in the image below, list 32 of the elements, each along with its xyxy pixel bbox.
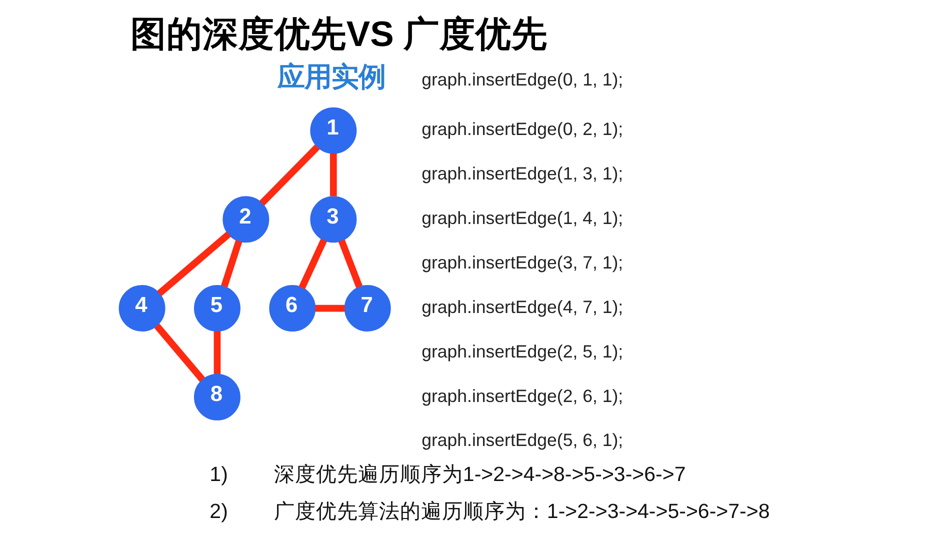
node-circle: 6 [269, 285, 316, 332]
connector [214, 331, 221, 374]
label: 1) [210, 463, 228, 486]
label: 2) [210, 500, 228, 524]
connector [154, 324, 205, 382]
connector [259, 144, 320, 206]
connector [315, 304, 345, 312]
label: graph.insertEdge(3, 7, 1); [422, 252, 624, 272]
label: graph.insertEdge(0, 1, 1); [422, 69, 624, 90]
connector [221, 240, 242, 288]
label: 深度优先遍历顺序为1->2->4->8->5->3->6->7 [274, 463, 686, 486]
node-circle: 1 [310, 107, 357, 154]
label: graph.insertEdge(1, 4, 1); [422, 208, 624, 228]
label: graph.insertEdge(1, 3, 1); [422, 164, 624, 184]
node-circle: 4 [118, 285, 166, 332]
node-circle: 3 [310, 196, 357, 243]
label: 应用实例 [277, 61, 386, 92]
label: graph.insertEdge(2, 6, 1); [422, 386, 624, 406]
label: graph.insertEdge(4, 7, 1); [422, 296, 624, 317]
diagram-title: 图的深度优先VS 广度优先 [130, 14, 548, 54]
label: graph.insertEdge(2, 5, 1); [422, 341, 624, 362]
connector [338, 239, 362, 288]
connector [298, 238, 327, 290]
connector [156, 231, 231, 296]
connector [330, 153, 337, 196]
node-circle: 2 [222, 196, 270, 243]
label: graph.insertEdge(5, 6, 1); [422, 430, 624, 450]
node-circle: 5 [194, 285, 240, 332]
node-circle: 7 [344, 285, 391, 332]
label: graph.insertEdge(0, 2, 1); [422, 119, 624, 140]
node-circle: 8 [194, 374, 240, 420]
label: 广度优先算法的遍历顺序为：1->2->3->4->5->6->7->8 [274, 500, 770, 524]
